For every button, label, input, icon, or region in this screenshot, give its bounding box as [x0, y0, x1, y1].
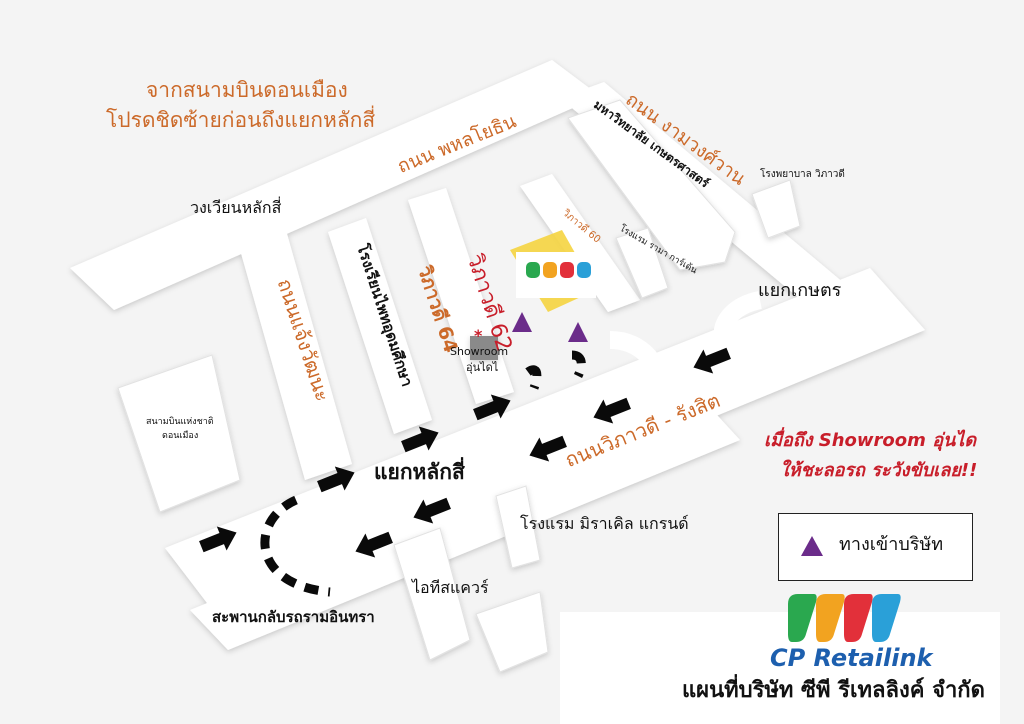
directions-line2: โปรดชิดซ้ายก่อนถึงแยกหลักสี่ — [106, 108, 376, 132]
place-laksi-intersection: แยกหลักสี่ — [374, 460, 465, 484]
road-chaengwattana — [235, 216, 352, 480]
place-u-turn-bridge: สะพานกลับรถรามอินทรา — [212, 608, 375, 626]
legend-box: ทางเข้าบริษัท — [778, 513, 973, 581]
building-rama-gardens — [615, 227, 669, 299]
legend-entrance-label: ทางเข้าบริษัท — [839, 534, 944, 555]
warning-line1: เมื่อถึง Showroom อุ่นได — [764, 430, 977, 451]
place-airport-line1: สนามบินแห่งชาติ — [146, 417, 214, 427]
brand-logo-text: CP Retailink — [770, 644, 933, 672]
place-miracle-grand: โรงแรม มิราเคิล แกรนด์ — [520, 514, 689, 533]
purple-triangle-icon — [801, 536, 823, 556]
place-laksi-circle: วงเวียนหลักสี่ — [190, 198, 282, 217]
building-it-square — [393, 527, 471, 661]
place-showroom-th: อุ่นไดไ — [466, 361, 499, 374]
place-vibhavadi-hospital: โรงพยาบาล วิภาวดี — [760, 169, 845, 180]
cp-retailink-logo — [788, 594, 901, 642]
warning-line2: ให้ชะลอรถ ระวังขับเลย!! — [780, 460, 978, 481]
building-kasetsart — [567, 99, 736, 271]
entrance-triangle-icon — [512, 312, 532, 332]
entrance-triangle-icon — [568, 322, 588, 342]
building-miracle-grand — [495, 485, 541, 569]
brand-panel — [560, 612, 1000, 724]
place-showroom-en: Showroom — [450, 345, 509, 358]
place-kaset-intersection: แยกเกษตร — [758, 280, 842, 301]
road-school-street — [328, 218, 432, 434]
place-airport-line2: ดอนเมือง — [162, 431, 199, 441]
building-hospital — [751, 179, 801, 239]
road-phahonyothin — [70, 60, 600, 310]
road-vibhavadi-60 — [520, 174, 640, 312]
directions-line1: จากสนามบินดอนเมือง — [146, 78, 348, 102]
brand-map-title: แผนที่บริษัท ซีพี รีเทลลิงค์ จำกัด — [682, 678, 985, 703]
building-laksi-block — [475, 591, 549, 673]
building-airport — [117, 354, 241, 513]
showroom-marker — [470, 336, 498, 360]
buildings — [117, 99, 801, 673]
asterisk-icon: * — [474, 326, 483, 345]
u-turn-route — [260, 350, 586, 597]
place-it-square: ไอทีสแควร์ — [412, 578, 489, 597]
cp-retailink-logo-small — [526, 262, 591, 278]
